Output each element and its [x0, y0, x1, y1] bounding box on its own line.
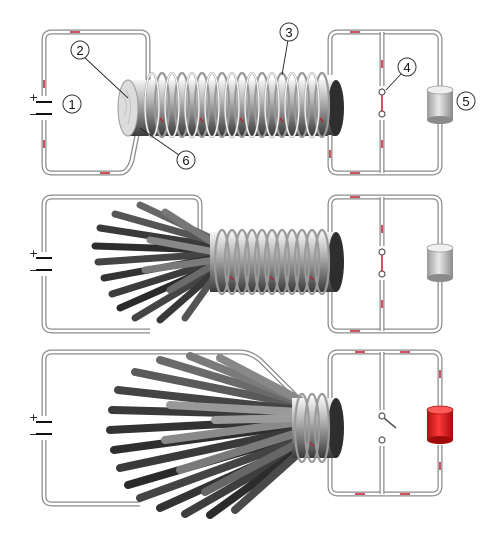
panel-1: + − — [29, 22, 476, 176]
callout-3: 3 — [279, 22, 299, 76]
coil-2 — [213, 228, 331, 296]
callout-5: 5 — [456, 91, 476, 111]
panel-3: + − — [29, 349, 454, 519]
svg-text:3: 3 — [285, 25, 292, 40]
left-circuit-wire-3 — [41, 349, 297, 507]
lamp-1 — [426, 85, 454, 124]
callout-6: 6 — [139, 127, 196, 170]
reed-switch-1 — [377, 86, 387, 120]
callout-4: 4 — [385, 57, 417, 91]
plus-sign: + — [29, 411, 38, 424]
left-circuit-wire-2 — [41, 194, 203, 334]
reed-switch-3-open — [374, 410, 400, 446]
battery-3: + − — [29, 411, 54, 441]
coil-3 — [293, 392, 331, 464]
battery-1: + − — [29, 91, 54, 121]
minus-sign: − — [29, 264, 38, 277]
lamp-2 — [426, 243, 454, 282]
reed-switch-2 — [377, 246, 387, 280]
lamp-3-lit — [426, 405, 454, 444]
minus-sign: − — [29, 428, 38, 441]
svg-text:1: 1 — [68, 97, 75, 112]
splayed-core-fibers-2 — [91, 201, 219, 324]
coil-1 — [143, 71, 331, 139]
plus-sign: + — [29, 91, 38, 104]
splayed-core-fibers-3 — [106, 352, 304, 519]
battery-2: + − — [29, 247, 54, 277]
callout-1: 1 — [62, 94, 82, 114]
plus-sign: + — [29, 247, 38, 260]
iron-core-1 — [117, 79, 344, 137]
svg-text:4: 4 — [403, 60, 410, 75]
svg-text:2: 2 — [76, 43, 83, 58]
svg-text:6: 6 — [182, 153, 189, 168]
callout-2: 2 — [70, 40, 129, 99]
svg-text:5: 5 — [462, 94, 469, 109]
minus-sign: − — [29, 108, 38, 121]
panel-2: + − — [29, 194, 454, 334]
